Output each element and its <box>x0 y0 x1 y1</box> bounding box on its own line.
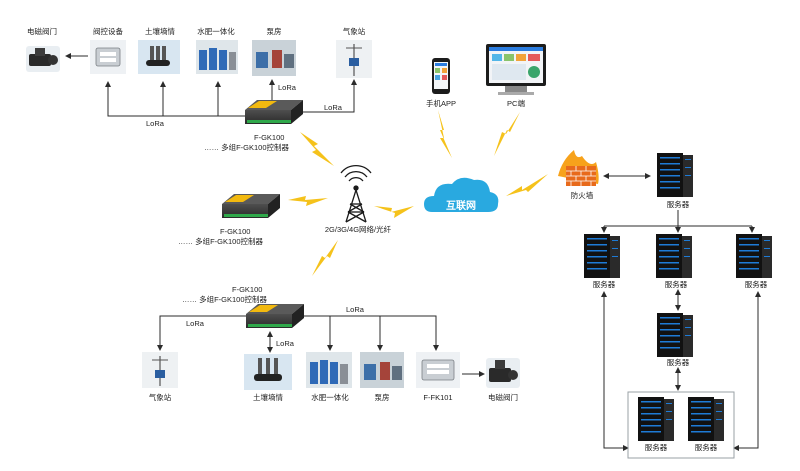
wireless-links <box>288 110 548 276</box>
lora-label-bottom-left: LoRa <box>186 319 204 328</box>
controller-top-model: F-GK100 <box>254 133 285 142</box>
lora-label-top-pump: LoRa <box>278 83 296 92</box>
top-connections <box>65 53 357 117</box>
controller-bottom-icon <box>246 304 304 328</box>
lora-label-top-right: LoRa <box>324 103 342 112</box>
pump-room-top-label: 泵房 <box>266 27 282 36</box>
pump-room-bottom-label: 泵房 <box>374 393 390 402</box>
valve-controller-bottom-label: F-FK101 <box>423 393 453 402</box>
soil-moisture-top-icon <box>138 40 180 74</box>
weather-station-top-icon <box>336 40 372 78</box>
soil-moisture-bottom-label: 土壤墒情 <box>253 393 283 402</box>
soil-moisture-top-label: 土壤墒情 <box>145 27 175 36</box>
pc-label: PC端 <box>507 99 525 108</box>
server-cluster-frame <box>627 391 735 459</box>
server-lower-label: 服务器 <box>666 358 690 367</box>
water-fertilizer-bottom-icon <box>306 352 352 388</box>
server-top-icon <box>657 153 693 197</box>
server-top-label: 服务器 <box>666 200 690 209</box>
controller-top-multi: …… 多组F-GK100控制器 <box>204 143 290 152</box>
internet-cloud-icon <box>424 177 499 212</box>
server-cluster-right-icon <box>688 397 724 441</box>
pc-monitor-icon <box>486 44 546 95</box>
signal-tower-icon <box>340 165 372 223</box>
controller-top-icon <box>245 100 303 124</box>
mobile-app-label: 手机APP <box>425 99 457 108</box>
solenoid-valve-bottom-label: 电磁阀门 <box>488 393 518 402</box>
mobile-phone-icon <box>432 58 450 94</box>
controller-middle-multi: …… 多组F-GK100控制器 <box>178 237 264 246</box>
soil-moisture-bottom-icon <box>244 354 292 390</box>
controller-bottom-multi: …… 多组F-GK100控制器 <box>182 295 268 304</box>
controller-middle-icon <box>222 194 280 218</box>
valve-controller-bottom-icon <box>416 352 460 388</box>
valve-controller-top-label: 阀控设备 <box>93 27 123 36</box>
server-right-icon <box>736 234 772 278</box>
server-lower-icon <box>657 313 693 357</box>
weather-station-top-label: 气象站 <box>342 27 366 36</box>
server-cluster-right-label: 服务器 <box>694 443 718 452</box>
water-fertilizer-bottom-label: 水肥一体化 <box>311 393 349 402</box>
weather-station-bottom-icon <box>142 352 178 388</box>
lora-label-bottom-top: LoRa <box>346 305 364 314</box>
water-fertilizer-top-label: 水肥一体化 <box>197 27 235 36</box>
solenoid-valve-bottom-icon <box>486 358 520 388</box>
server-left-icon <box>584 234 620 278</box>
water-fertilizer-top-icon <box>196 40 238 74</box>
solenoid-valve-top-label: 电磁阀门 <box>27 27 57 36</box>
network-label: 2G/3G/4G网络/光纤 <box>324 225 392 234</box>
server-left-label: 服务器 <box>592 280 616 289</box>
solenoid-valve-top-icon <box>26 46 60 72</box>
bottom-connections <box>157 315 485 377</box>
firewall-label: 防火墙 <box>570 191 594 200</box>
firewall-icon <box>558 150 599 186</box>
pump-room-top-icon <box>252 40 296 76</box>
internet-cloud-label: 互联网 <box>446 201 476 212</box>
server-mid-label: 服务器 <box>664 280 688 289</box>
server-connections <box>601 173 761 451</box>
valve-controller-top-icon <box>90 40 126 74</box>
server-right-label: 服务器 <box>744 280 768 289</box>
controller-bottom-model: F-GK100 <box>232 285 263 294</box>
lora-label-top-left: LoRa <box>146 119 164 128</box>
server-cluster-left-icon <box>638 397 674 441</box>
controller-middle-model: F-GK100 <box>220 227 251 236</box>
lora-label-bottom-soil: LoRa <box>276 339 294 348</box>
pump-room-bottom-icon <box>360 352 404 388</box>
weather-station-bottom-label: 气象站 <box>148 393 172 402</box>
server-mid-icon <box>656 234 692 278</box>
server-cluster-left-label: 服务器 <box>644 443 668 452</box>
